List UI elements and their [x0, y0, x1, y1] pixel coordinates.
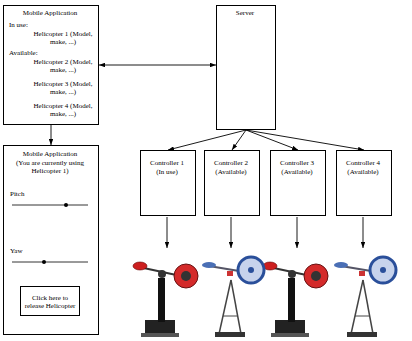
helicopter-illustration — [133, 262, 198, 337]
node-text: Controller 4 — [337, 159, 389, 167]
node-text: Helicopter 2 (Model, make, ...) — [31, 58, 95, 74]
app-screen: Mobile Application In use:Helicopter 1 (M… — [3, 5, 99, 125]
controller-box: Controller 2(Available) — [204, 150, 260, 216]
connector-arrow — [246, 130, 364, 150]
yaw-slider — [12, 260, 88, 264]
node-text: (Available) — [337, 168, 389, 176]
controller-box: Controller 3(Available) — [270, 150, 326, 216]
release-button: Click here to release Helicopter — [20, 286, 80, 316]
helicopter-illustration — [334, 257, 396, 337]
connector-arrow — [232, 130, 246, 150]
node-text: Mobile Application — [4, 150, 96, 158]
controller-box: Controller 1(In use) — [140, 150, 196, 216]
connector-arrow — [51, 125, 52, 145]
helicopter-illustration — [263, 262, 328, 337]
node-text: Controller 2 — [205, 159, 257, 167]
node-text: Mobile Application — [4, 9, 96, 17]
node-text: Click here to release Helicopter — [23, 294, 77, 310]
connector-arrow — [99, 65, 216, 66]
pitch-slider — [12, 203, 88, 207]
helicopter-illustration — [202, 257, 264, 337]
controller-box: Controller 4(Available) — [336, 150, 392, 216]
node-text: In use: — [9, 21, 69, 29]
node-text: Available: — [9, 49, 69, 57]
connector-arrow — [246, 130, 298, 150]
node-text: (You are currently using Helicopter 1) — [12, 159, 88, 175]
node-text: Controller 3 — [271, 159, 323, 167]
node-text: (In use) — [141, 168, 193, 176]
node-text: Helicopter 1 (Model, make, ...) — [31, 30, 95, 46]
node-text: (Available) — [271, 168, 323, 176]
node-text: Yaw — [10, 247, 50, 255]
controller-arrows — [167, 217, 363, 248]
node-text: (Available) — [205, 168, 257, 176]
node-text: Server — [217, 9, 273, 17]
server-box: Server — [216, 5, 276, 130]
node-text: Helicopter 4 (Model, make, ...) — [31, 102, 95, 118]
node-text: Pitch — [10, 190, 50, 198]
app-screen: Mobile Application(You are currently usi… — [3, 145, 99, 335]
node-text: Helicopter 3 (Model, make, ...) — [31, 80, 95, 96]
node-text: Controller 1 — [141, 159, 193, 167]
connector-arrow — [168, 130, 246, 150]
